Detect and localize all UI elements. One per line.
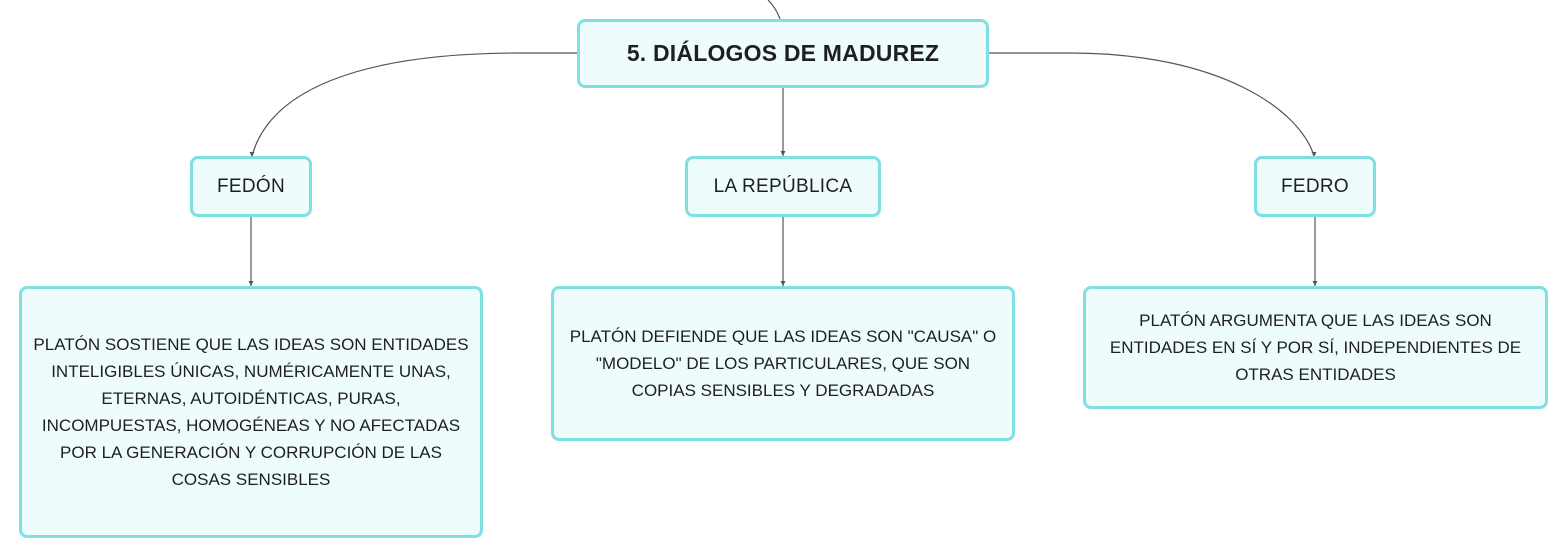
branch-topic-label: FEDRO [1281, 175, 1349, 197]
root-topic-dialogos-de-madurez[interactable]: 5. DIÁLOGOS DE MADUREZ [577, 19, 989, 88]
note-topic-text: PLATÓN DEFIENDE QUE LAS IDEAS SON "CAUSA… [569, 327, 997, 400]
connector-parent-to-root [767, 0, 781, 20]
note-topic-fedon[interactable]: PLATÓN SOSTIENE QUE LAS IDEAS SON ENTIDA… [19, 286, 483, 538]
arrowhead-fedro [1311, 152, 1317, 157]
branch-topic-la-republica[interactable]: LA REPÚBLICA [685, 156, 881, 217]
note-topic-fedro[interactable]: PLATÓN ARGUMENTA QUE LAS IDEAS SON ENTID… [1083, 286, 1548, 409]
arrowhead-republica [780, 151, 786, 156]
arrowhead-fedon-note [248, 281, 254, 286]
note-topic-text: PLATÓN SOSTIENE QUE LAS IDEAS SON ENTIDA… [33, 335, 469, 489]
branch-topic-label: LA REPÚBLICA [713, 175, 853, 197]
connector-root-to-fedro [989, 52, 1315, 157]
arrowhead-fedro-note [1312, 281, 1318, 286]
note-topic-la-republica[interactable]: PLATÓN DEFIENDE QUE LAS IDEAS SON "CAUSA… [551, 286, 1015, 441]
note-topic-text: PLATÓN ARGUMENTA QUE LAS IDEAS SON ENTID… [1109, 311, 1522, 384]
branch-topic-fedro[interactable]: FEDRO [1254, 156, 1376, 217]
branch-topic-label: FEDÓN [217, 175, 285, 197]
branch-topic-fedon[interactable]: FEDÓN [190, 156, 312, 217]
arrowhead-republica-note [780, 281, 786, 286]
connector-root-to-fedon [251, 52, 577, 157]
root-topic-label: 5. DIÁLOGOS DE MADUREZ [626, 40, 940, 66]
arrowhead-fedon [249, 152, 255, 157]
